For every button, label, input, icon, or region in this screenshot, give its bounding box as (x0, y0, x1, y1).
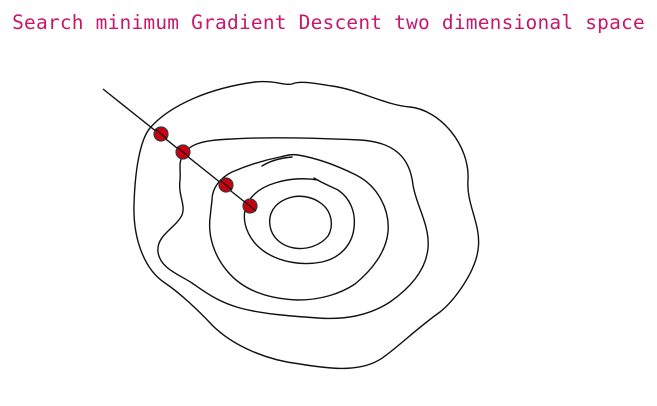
descent-step-3 (218, 177, 234, 193)
descent-step-4 (242, 198, 258, 214)
descent-step-1 (153, 126, 169, 142)
contour-second (157, 137, 429, 320)
contour-fourth (243, 177, 356, 265)
contour-third (208, 153, 389, 301)
page-title: Search minimum Gradient Descent two dime… (12, 11, 645, 34)
descent-step-2 (175, 144, 191, 160)
contour-outer (133, 80, 480, 370)
contour-flick (261, 156, 293, 167)
contour-inner (268, 195, 333, 250)
